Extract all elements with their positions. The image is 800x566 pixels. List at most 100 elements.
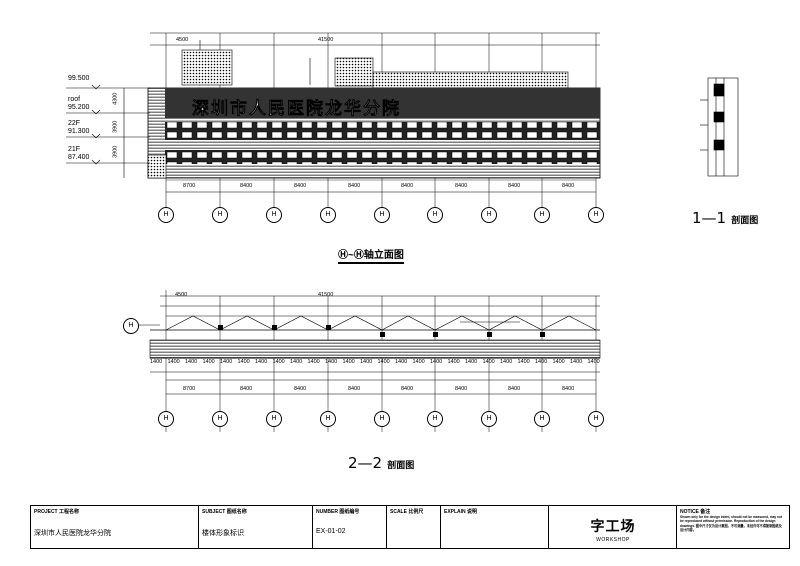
tb-logo-cell: 字工场 WORKSHOP [549,506,677,548]
plan-grid-bubble-3: H [266,411,282,427]
plan-sub-dim: 1400 [447,359,460,365]
facade-sign: 深圳市人民医院龙华分院 [192,99,401,120]
tb-project-value: 深圳市人民医院龙华分院 [34,530,111,537]
story-dim-1: 4300 [112,92,119,105]
tb-number-header: NUMBER 图纸编号 [316,509,360,515]
section-1-1-title: 1—1 剖面图 [692,208,758,227]
plan-bay-dim-3: 8400 [294,386,307,392]
elev-grid-bubble-2: H [212,207,228,223]
plan-grid-bubble-5: H [374,411,390,427]
logo-main-text: 字工场 [590,519,636,535]
tb-number-cell: NUMBER 图纸编号 EX-01-02 [313,506,387,548]
plan-sub-dim: 1400 [465,359,478,365]
level-value-21f: 87.400 [68,154,90,161]
plan-bay-dim-4: 8400 [348,386,361,392]
tb-subject-value: 楼体形象标识 [202,530,244,537]
elev-bay-dim-3: 8400 [294,183,307,189]
plan-bay-dim-5: 8400 [401,386,414,392]
elev-bay-dim-5: 8400 [401,183,414,189]
elev-grid-bubble-8: H [534,207,550,223]
plan-sub-dim: 1400 [517,359,530,365]
section-2-2-txt: 剖面图 [387,461,415,471]
tb-project-cell: PROJECT 工程名称 深圳市人民医院龙华分院 [31,506,199,548]
elev-grid-bubble-4: H [320,207,336,223]
plan-sub-dim: 1400 [150,359,163,365]
tb-subject-header: SUBJECT 图纸名称 [202,509,247,515]
level-value-22f: 91.300 [68,128,90,135]
plan-sub-dim: 1400 [325,359,338,365]
plan-sub-dims-row: 1400 1400 1400 1400 1400 1400 1400 1400 … [150,359,600,366]
section-2-2-num: 2—2 [348,454,383,472]
plan-bay-dim-6: 8400 [455,386,468,392]
level-label-22f: 22F [68,120,81,127]
story-dim-3: 3900 [112,145,119,158]
plan-grid-bubble-8: H [534,411,550,427]
elev-left-dim: 4500 [176,37,189,43]
elev-grid-bubble-7: H [481,207,497,223]
elev-grid-bubble-1: H [158,207,174,223]
tb-subject-cell: SUBJECT 图纸名称 楼体形象标识 [199,506,313,548]
elev-bay-dim-2: 8400 [240,183,253,189]
plan-bay-dim-2: 8400 [240,386,253,392]
logo-sub-text: WORKSHOP [596,537,630,543]
elev-grid-bubble-5: H [374,207,390,223]
plan-sub-dim: 1400 [570,359,583,365]
elev-bay-dim-6: 8400 [455,183,468,189]
plan-sub-dim: 1400 [360,359,373,365]
plan-grid-bubble-9: H [588,411,604,427]
plan-sub-dim: 1400 [255,359,268,365]
plan-bay-dim-1: 8700 [183,386,196,392]
tb-notice-cell: NOTICE 备注 Shown only for the design inte… [677,506,789,548]
title-block: PROJECT 工程名称 深圳市人民医院龙华分院 SUBJECT 图纸名称 楼体… [30,505,790,549]
elev-grid-bubble-6: H [427,207,443,223]
plan-sub-dim: 1400 [377,359,390,365]
tb-notice-text: Shown only for the design intent, should… [680,515,783,532]
tb-explain-cell: EXPLAIN 说明 [441,506,549,548]
plan-sub-dim: 1400 [220,359,233,365]
section-1-1-num: 1—1 [692,209,727,227]
level-label-roof: roof [68,96,81,103]
plan-sub-dim: 1400 [202,359,215,365]
elev-bay-dim-8: 8400 [562,183,575,189]
level-label-21f: 21F [68,146,81,153]
plan-grid-bubble-6: H [427,411,443,427]
story-dim-2: 3900 [112,120,119,133]
plan-grid-bubble-7: H [481,411,497,427]
plan-sub-dim: 1400 [395,359,408,365]
section-1-1-txt: 剖面图 [731,216,759,226]
level-value-roof: 95.200 [68,104,90,111]
elev-grid-bubble-3: H [266,207,282,223]
plan-sub-dim: 1400 [167,359,180,365]
plan-sub-dim: 1400 [272,359,285,365]
plan-bay-dim-7: 8400 [508,386,521,392]
elev-overall-dim: 41500 [318,37,334,43]
elevation-title: Ⓗ~Ⓗ轴立面图 [338,246,404,264]
plan-grid-bubble-1: H [158,411,174,427]
level-label-top: 99.500 [68,75,90,82]
plan-sub-dim: 1400 [482,359,495,365]
tb-project-header: PROJECT 工程名称 [34,509,80,515]
plan-sub-dim: 1400 [535,359,548,365]
company-logo: 字工场 WORKSHOP [549,516,677,543]
plan-sub-dim: 1400 [412,359,425,365]
plan-sub-dim: 1400 [185,359,198,365]
tb-scale-cell: SCALE 比例尺 [387,506,441,548]
plan-sub-dim: 1400 [500,359,513,365]
plan-sub-dim: 1400 [237,359,250,365]
plan-sub-dim: 1400 [587,359,600,365]
tb-notice-header: NOTICE 备注 [680,509,711,515]
plan-side-grid-bubble: H [123,318,139,334]
elev-bay-dim-1: 8700 [183,183,196,189]
plan-grid-bubble-4: H [320,411,336,427]
elev-grid-bubble-9: H [588,207,604,223]
tb-explain-header: EXPLAIN 说明 [444,509,478,515]
plan-sub-dim: 1400 [430,359,443,365]
plan-sub-dim: 1400 [342,359,355,365]
plan-left-dim: 4500 [175,292,188,298]
plan-overall-dim: 41500 [318,292,334,298]
tb-scale-header: SCALE 比例尺 [390,509,424,515]
plan-sub-dim: 1400 [290,359,303,365]
plan-sub-dim: 1400 [307,359,320,365]
tb-number-value: EX-01-02 [316,528,346,535]
